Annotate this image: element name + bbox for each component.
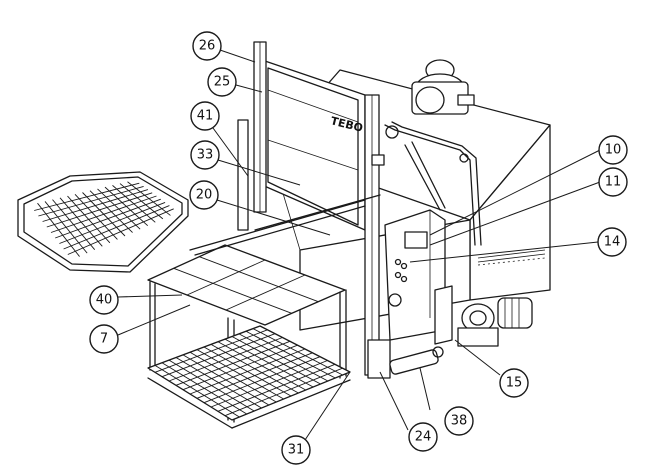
callout-15-label: 15 xyxy=(506,376,523,391)
callout-20: 20 xyxy=(189,180,219,210)
pump-motor xyxy=(434,285,533,347)
callout-31-label: 31 xyxy=(288,443,305,458)
basket-cage xyxy=(147,194,381,429)
callout-25: 25 xyxy=(207,67,237,97)
callout-40-label: 40 xyxy=(96,293,113,308)
detached-grating xyxy=(17,171,189,273)
callout-31: 31 xyxy=(281,435,311,465)
callout-11: 11 xyxy=(598,167,628,197)
callout-25-label: 25 xyxy=(214,75,231,90)
callout-11-label: 11 xyxy=(605,175,622,190)
callout-33-label: 33 xyxy=(197,148,214,163)
control-column xyxy=(364,94,446,379)
callout-20-label: 20 xyxy=(196,188,213,203)
callout-26: 26 xyxy=(192,31,222,61)
callout-24-label: 24 xyxy=(415,430,432,445)
callout-38-label: 38 xyxy=(451,414,468,429)
callout-40: 40 xyxy=(89,285,119,315)
callout-7-label: 7 xyxy=(100,332,108,347)
callout-14-label: 14 xyxy=(604,235,621,250)
callout-15: 15 xyxy=(499,368,529,398)
callout-14: 14 xyxy=(597,227,627,257)
filter-tube xyxy=(389,346,444,375)
callout-41: 41 xyxy=(190,101,220,131)
callout-26-label: 26 xyxy=(199,39,216,54)
blower-fan xyxy=(411,59,475,115)
callout-7: 7 xyxy=(89,324,119,354)
lid-frame: TEBO xyxy=(237,41,366,231)
callout-38: 38 xyxy=(444,406,474,436)
leader-lines xyxy=(117,49,601,441)
callout-10-label: 10 xyxy=(605,143,622,158)
callout-41-label: 41 xyxy=(197,109,214,124)
callout-10: 10 xyxy=(598,135,628,165)
callout-33: 33 xyxy=(190,140,220,170)
callout-24: 24 xyxy=(408,422,438,452)
